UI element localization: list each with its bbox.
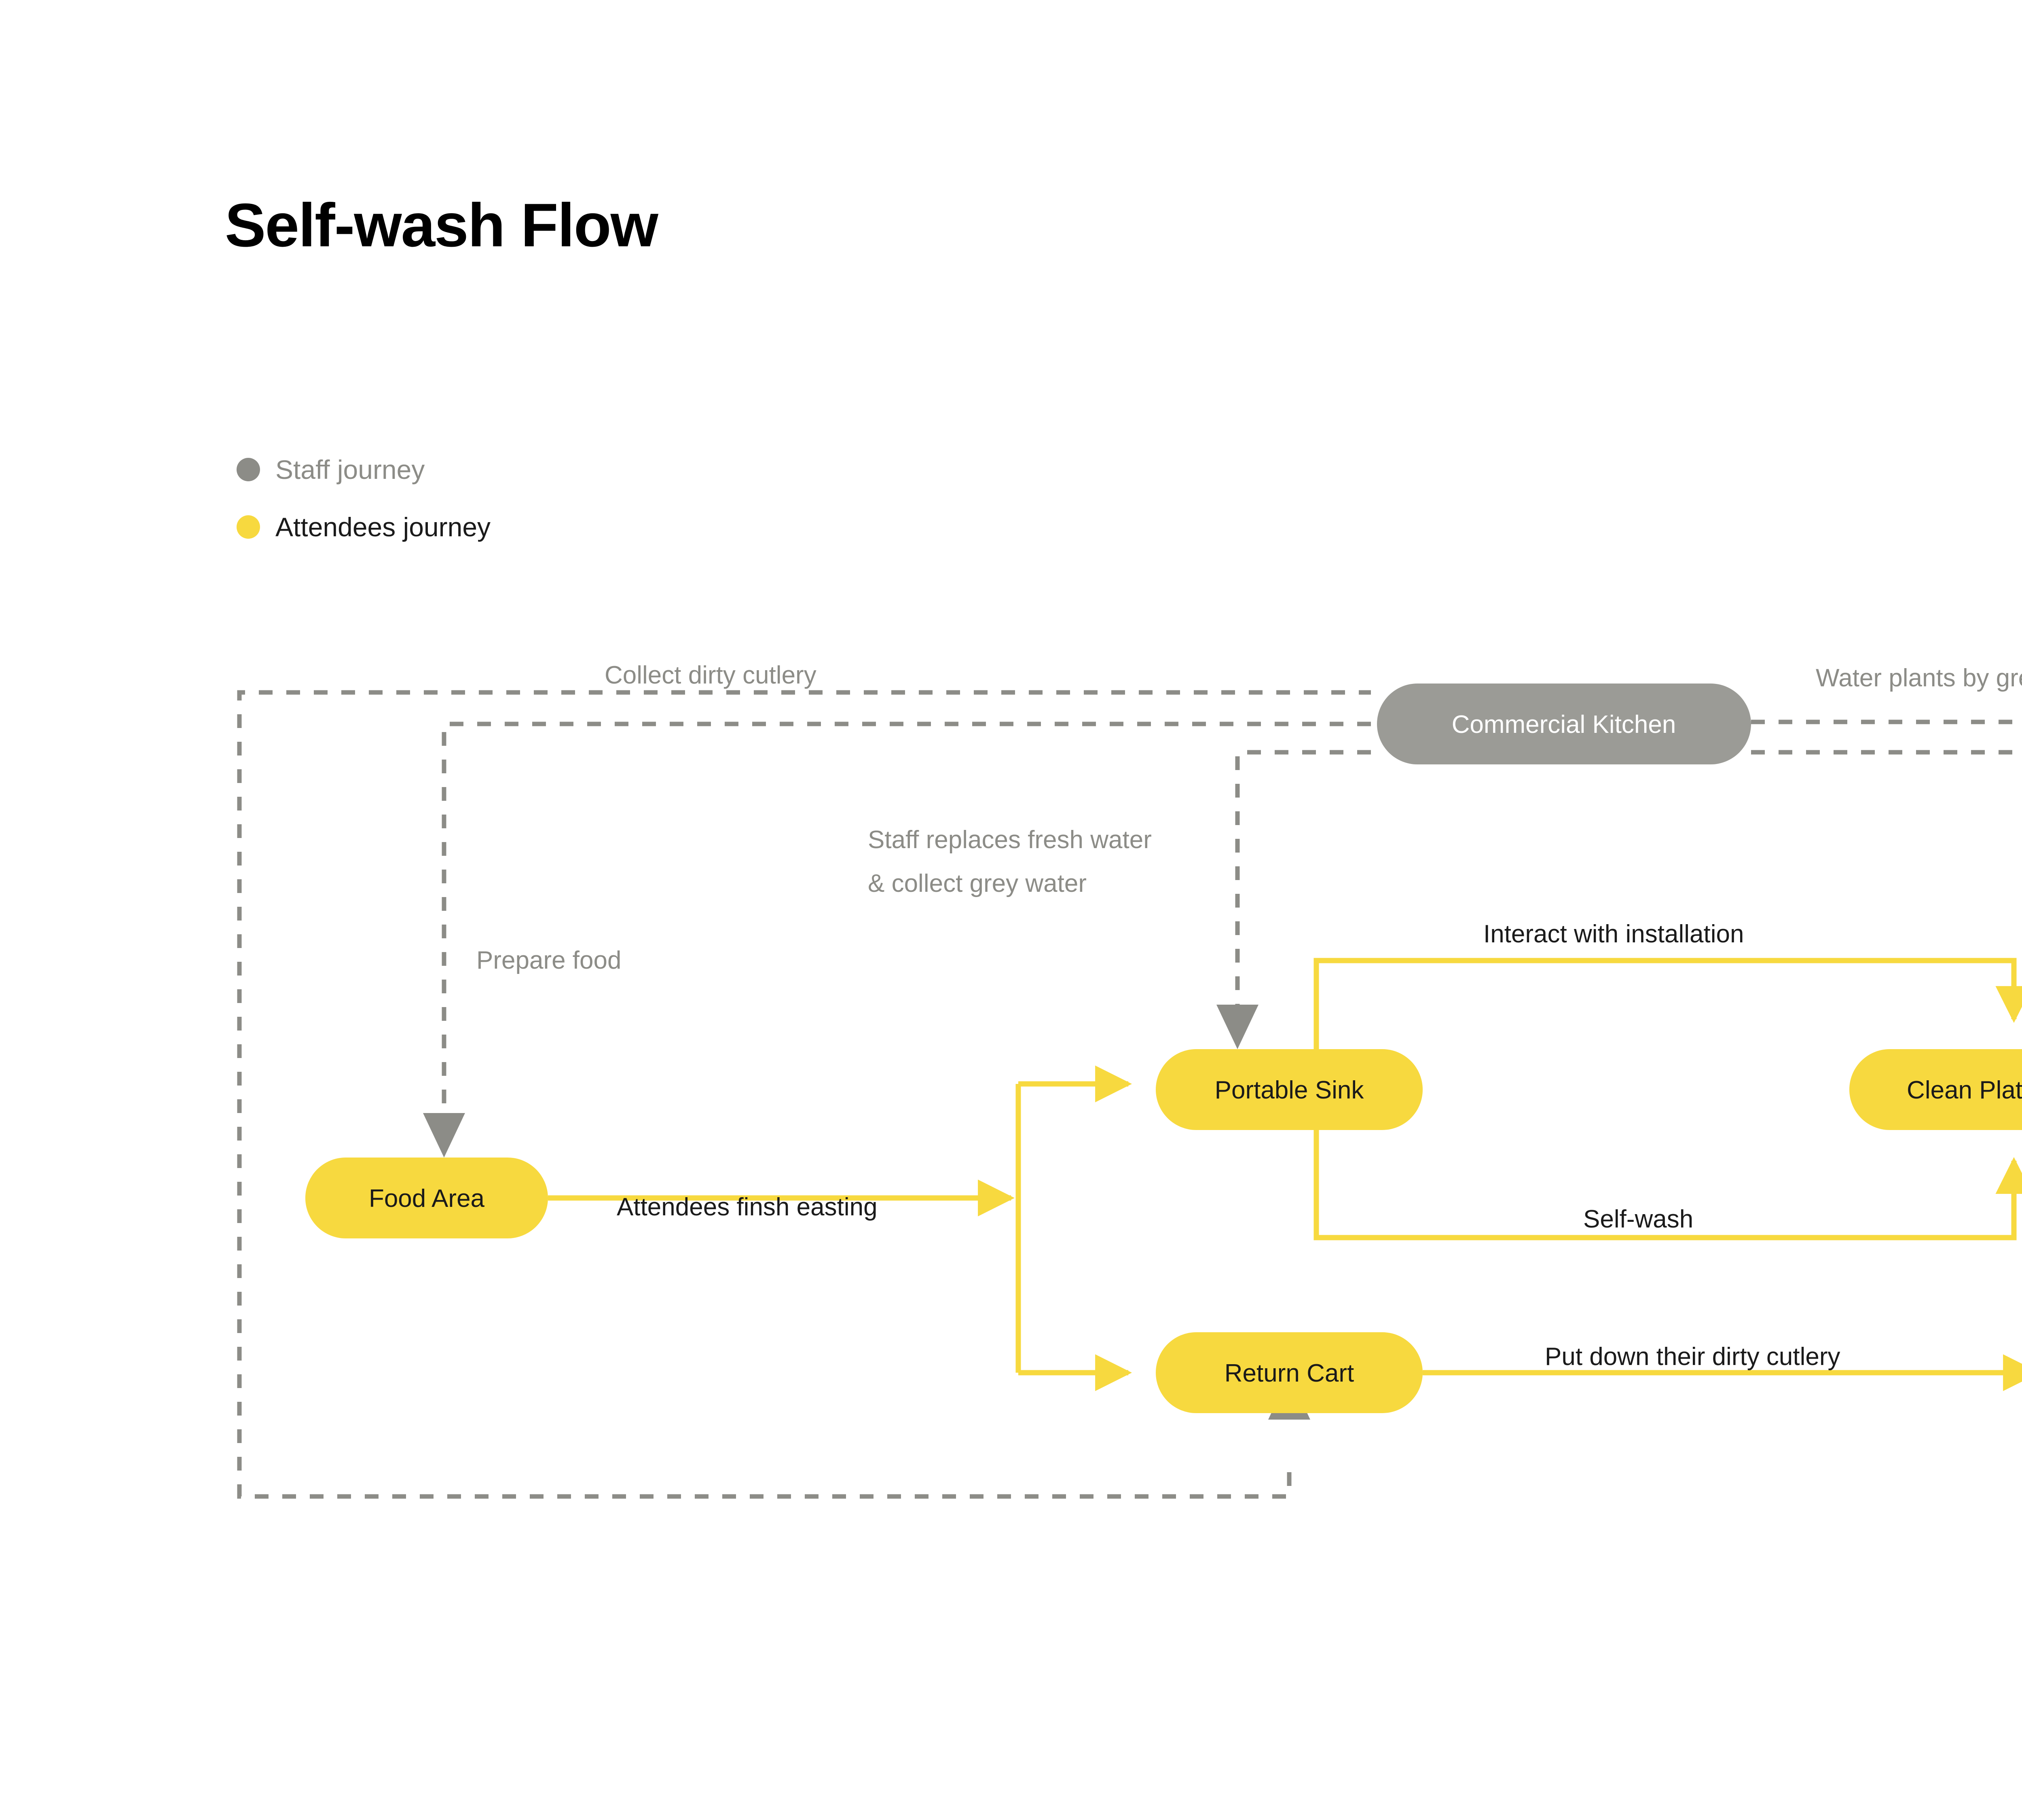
edge-label-collect-dirty-cutlery: Collect dirty cutlery xyxy=(605,661,816,689)
legend: Staff journey Attendees journey xyxy=(237,455,491,570)
staff-journey-dot-icon xyxy=(237,458,260,481)
node-label-return-cart: Return Cart xyxy=(1225,1359,1354,1387)
node-food-area[interactable]: Food Area xyxy=(305,1158,548,1238)
edge-food-area-arrowhead xyxy=(423,1113,465,1158)
edge-kitchen-to-food-area xyxy=(442,722,1371,1124)
edge-label-self-wash: Self-wash xyxy=(1583,1205,1693,1233)
edge-label-prepare-food: Prepare food xyxy=(476,946,621,974)
node-portable-sink[interactable]: Portable Sink xyxy=(1156,1049,1423,1130)
edge-label-staff-replaces-fresh-water: Staff replaces fresh water xyxy=(868,826,1152,854)
edge-label-collect-grey-water: & collect grey water xyxy=(868,870,1087,897)
edge-label-interact-with-installation: Interact with installation xyxy=(1483,920,1744,948)
node-return-cart[interactable]: Return Cart xyxy=(1156,1332,1423,1413)
node-label-portable-sink: Portable Sink xyxy=(1215,1076,1364,1104)
node-commercial-kitchen[interactable]: Commercial Kitchen xyxy=(1377,684,1751,764)
edge-kitchen-to-portable-sink xyxy=(1235,750,1371,1015)
edge-kitchen-to-clean-plates-cart xyxy=(1751,750,2022,755)
node-clean-plates-cart[interactable]: Clean Plates Cart xyxy=(1849,1049,2022,1130)
node-label-commercial-kitchen: Commercial Kitchen xyxy=(1452,711,1676,739)
edge-label-put-down-their-dirty-cutlery: Put down their dirty cutlery xyxy=(1545,1343,1840,1371)
node-label-clean-plates-cart: Clean Plates Cart xyxy=(1907,1076,2022,1104)
legend-item-attendees: Attendees journey xyxy=(237,512,491,542)
edge-return-cart-to-kitchen xyxy=(237,690,1371,1499)
page-title: Self-wash Flow xyxy=(225,191,658,260)
node-label-food-area: Food Area xyxy=(369,1185,485,1213)
edge-label-attendees-finish-eating: Attendees finsh easting xyxy=(617,1193,878,1221)
attendees-journey-dot-icon xyxy=(237,515,260,539)
edge-selfwash-loop xyxy=(1313,1130,2022,1240)
edge-label-water-plants-by-grey-water: Water plants by grey water xyxy=(1816,664,2022,692)
edge-portable-sink-to-clean-plates-cart xyxy=(1313,958,2022,1049)
legend-item-staff: Staff journey xyxy=(237,455,491,485)
edge-portable-sink-arrowhead xyxy=(1216,1005,1258,1049)
legend-label-attendees: Attendees journey xyxy=(275,512,491,542)
legend-label-staff: Staff journey xyxy=(275,455,425,485)
